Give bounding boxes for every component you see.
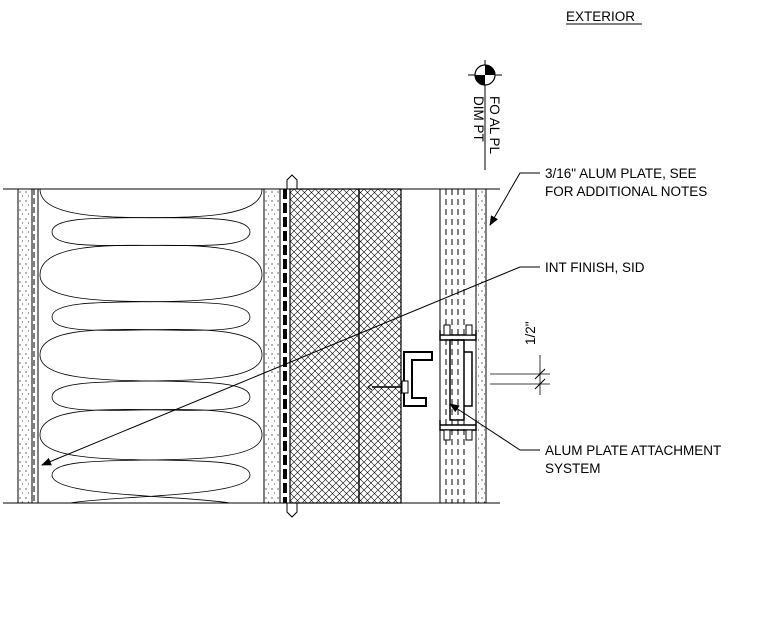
dimension-label: 1/2" (523, 321, 538, 345)
rigid-insulation-inner (289, 188, 360, 504)
batt-insulation (37, 188, 265, 504)
int-finish-leader (41, 266, 540, 466)
datum-point-symbol (468, 60, 502, 92)
air-cavity-girts (439, 189, 465, 503)
datum-label-line2: DIM PT (471, 96, 486, 142)
callout-attachment-line2: SYSTEM (545, 461, 601, 476)
break-line (286, 174, 298, 518)
exterior-title: EXTERIOR (566, 9, 635, 24)
datum-label-line1: FO AL PL (487, 96, 502, 155)
aluminum-plate-panel (475, 188, 487, 504)
interior-gypsum-board (17, 188, 39, 504)
rigid-insulation-outer (358, 188, 402, 504)
dimension-half-inch (490, 355, 550, 395)
callout-alum-plate-line1: 3/16" ALUM PLATE, SEE (545, 166, 697, 181)
callout-attachment-line1: ALUM PLATE ATTACHMENT (545, 443, 721, 458)
exterior-sheathing (263, 188, 281, 504)
callout-int-finish: INT FINISH, SID (545, 260, 645, 275)
alum-plate-leader (489, 172, 540, 226)
attachment-clip (367, 324, 477, 441)
callout-alum-plate-line2: FOR ADDITIONAL NOTES (545, 184, 707, 199)
attachment-leader (449, 403, 540, 451)
